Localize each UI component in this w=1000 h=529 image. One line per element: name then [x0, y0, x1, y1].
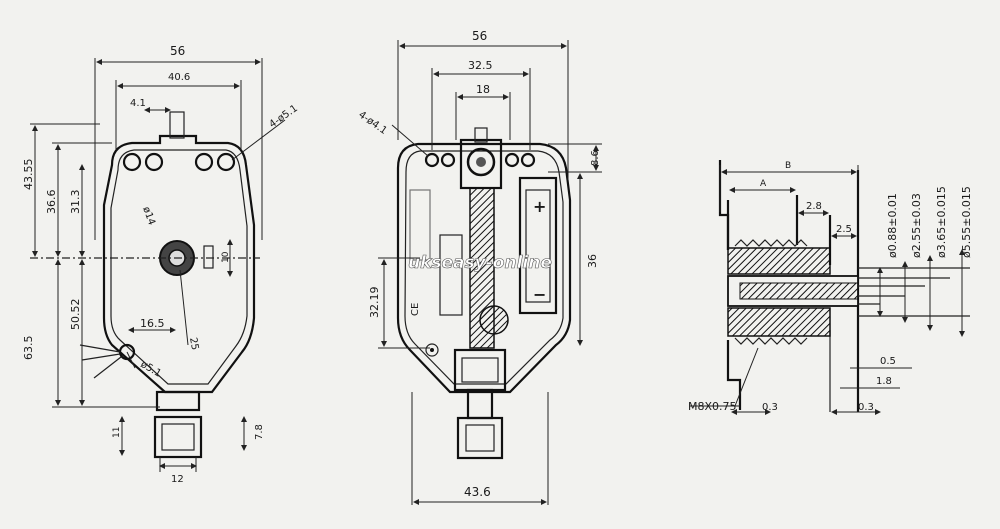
left-tab-w: 12: [171, 474, 184, 485]
right-d-18: 1.8: [876, 376, 892, 387]
mid-width-b: 18: [476, 83, 490, 96]
left-width-total: 56: [170, 44, 185, 58]
right-dim-a: A: [760, 179, 767, 189]
left-h-b: 31.3: [69, 190, 82, 215]
right-gear-section-top: [727, 247, 831, 275]
left-x-offset: 16.5: [140, 317, 165, 330]
right-thread: M8X0.75: [688, 400, 737, 413]
mid-plus-sign: +: [533, 197, 546, 216]
right-gear-section-bottom: [727, 307, 831, 337]
left-shaft-dia: ø14: [140, 205, 157, 226]
left-body-outline: [102, 134, 256, 394]
mid-width-total: 56: [472, 29, 487, 43]
left-angle-dim: 25: [187, 337, 200, 351]
left-offset-pin: 4.1: [130, 98, 146, 109]
left-view: 56 40.6 4.1 4-ø5.1 43.55 36.6 31.3 ø14 1…: [22, 44, 300, 485]
left-h-a: 36.6: [45, 190, 58, 215]
mid-top-gap: 8.6: [590, 150, 601, 166]
left-bottom-box: [153, 415, 203, 459]
left-slot-w: 10: [221, 251, 231, 263]
left-slot: [203, 245, 214, 269]
mid-ce-mark: CE: [410, 303, 421, 316]
left-h-total-top: 43.55: [22, 159, 35, 191]
left-hole-3: [194, 152, 214, 172]
mid-top-gear: [466, 147, 496, 177]
left-hole-callout: 4-ø5.1: [267, 103, 300, 130]
right-dia3: ø3.65±0.015: [935, 186, 948, 258]
mid-h-left: 32.19: [368, 287, 381, 319]
right-dim-b: B: [785, 161, 791, 171]
right-dia4: ø5.55±0.015: [960, 186, 973, 258]
mid-body-outline: [396, 142, 572, 394]
left-h-lower: 50.52: [69, 299, 82, 331]
right-view: B A 2.8 2.5 ø0.88±0.01 ø2.55±0.03 ø3.65±…: [688, 160, 973, 415]
left-tab-h: 11: [112, 427, 122, 438]
mid-bottom-box: [456, 416, 504, 460]
right-d-28: 2.8: [806, 201, 822, 212]
left-width-holes: 40.6: [168, 72, 190, 83]
left-hole-1: [122, 152, 142, 172]
mid-minus-sign: −: [533, 285, 546, 304]
left-top-pin: [169, 111, 185, 139]
mid-hole-callout: 4-ø4.1: [356, 109, 389, 136]
left-hole-4: [216, 152, 236, 172]
right-d-25: 2.5: [836, 224, 852, 235]
left-bottom-tab: [155, 390, 201, 412]
right-dia1: ø0.88±0.01: [886, 193, 899, 258]
mid-body-inner: [404, 150, 564, 385]
right-d-03b: 0.3: [858, 402, 874, 413]
mid-battery: [518, 176, 558, 315]
left-h-total: 63.5: [22, 336, 35, 361]
mid-side-h: 36: [586, 254, 599, 268]
left-body-inner: [110, 149, 248, 385]
right-d-03a: 0.3: [762, 402, 778, 413]
mid-coil-gear: [479, 305, 509, 335]
left-tab-side: 7.8: [254, 424, 265, 440]
mid-bottom-w: 43.6: [464, 485, 491, 499]
left-hole-2: [144, 152, 164, 172]
right-d-05: 0.5: [880, 356, 896, 367]
mid-width-a: 32.5: [468, 59, 493, 72]
right-dia2: ø2.55±0.03: [910, 193, 923, 258]
watermark-text: ukseasy-online: [408, 253, 552, 273]
